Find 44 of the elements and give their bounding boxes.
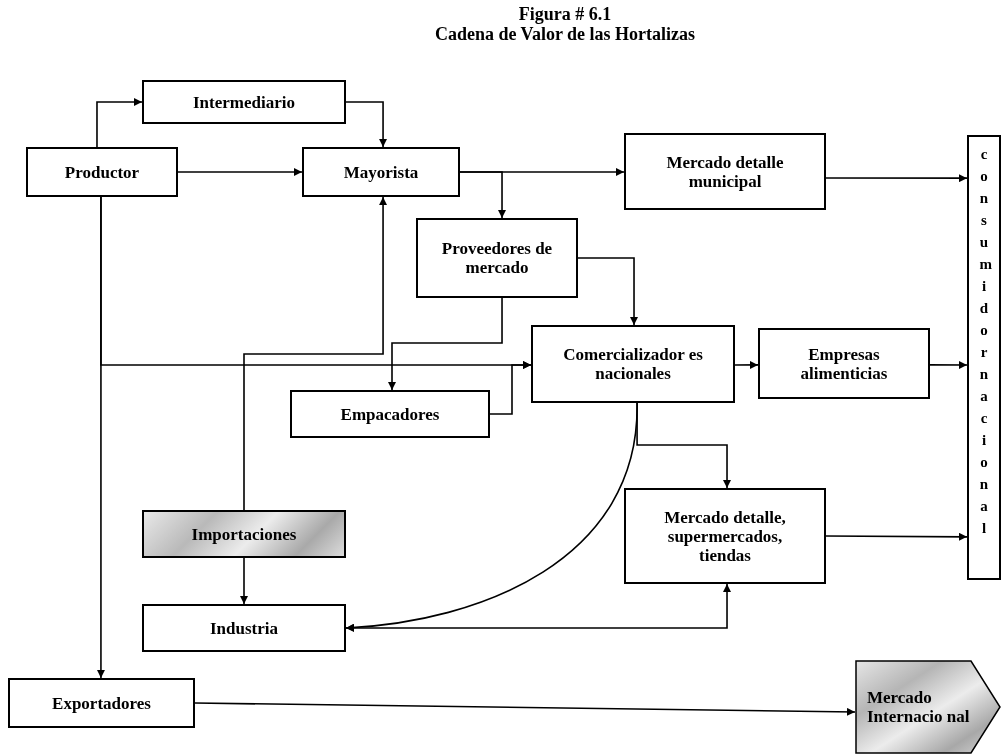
- connector-arrow: [459, 171, 506, 219]
- connector-arrow: [734, 360, 759, 369]
- process-box: [142, 510, 346, 558]
- process-box: [967, 135, 1001, 580]
- connector-arrow: [825, 174, 968, 183]
- process-box: [624, 133, 826, 210]
- connector-arrow: [929, 361, 968, 370]
- node-label: Mercado Internacio nal: [867, 688, 971, 726]
- figure-subtitle: Cadena de Valor de las Hortalizas: [433, 24, 697, 44]
- connector-arrow: [825, 532, 968, 541]
- connector-arrow: [96, 98, 143, 148]
- connector-arrow: [96, 196, 105, 679]
- process-box: [302, 147, 460, 197]
- process-box: [290, 390, 490, 438]
- process-box: [416, 218, 578, 298]
- process-box: [142, 604, 346, 652]
- node-label: Mayorista: [343, 162, 419, 182]
- connector-arrow: [194, 702, 856, 716]
- connector-arrow: [243, 196, 388, 511]
- node-label: Importaciones: [191, 524, 297, 544]
- figure-title: Figura # 6.1: [517, 4, 613, 24]
- node-label: Exportadores: [52, 693, 151, 713]
- connector-arrow: [240, 557, 248, 605]
- node-label: Proveedores de mercado: [440, 239, 554, 277]
- connector-arrow: [489, 361, 532, 415]
- connector-arrow: [177, 168, 303, 176]
- node-label: Empresas alimenticias: [799, 344, 889, 383]
- node-label: Productor: [64, 162, 140, 182]
- connector-arrow: [345, 583, 731, 632]
- node-label: Empacadores: [340, 404, 440, 424]
- process-box: [26, 147, 178, 197]
- node-label: Mercado detalle, supermercados, tiendas: [663, 507, 787, 565]
- node-label: Intermediario: [193, 92, 295, 112]
- process-box: [531, 325, 735, 403]
- node-label: Mercado detalle municipal: [665, 152, 785, 191]
- process-box: [758, 328, 930, 399]
- process-box: [142, 80, 346, 124]
- node-label: Comercializador es nacionales: [562, 345, 704, 383]
- node-label: Industria: [210, 618, 278, 638]
- process-box: [8, 678, 195, 728]
- process-box: [624, 488, 826, 584]
- connector-arrow: [345, 101, 388, 148]
- connector-arrow: [577, 257, 638, 326]
- connector-arrow: [388, 297, 503, 391]
